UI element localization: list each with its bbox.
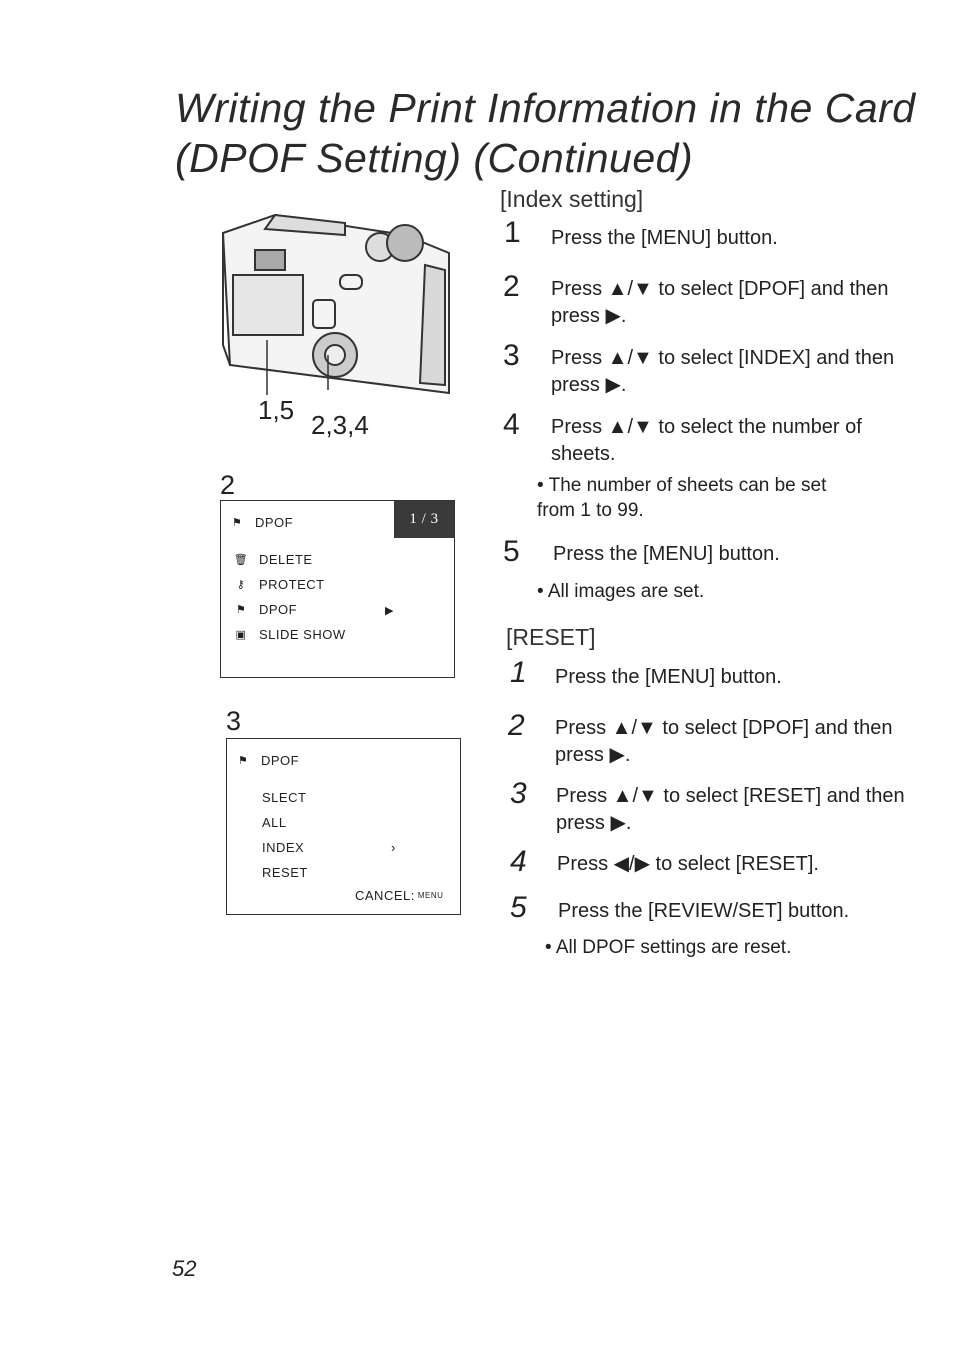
reset-step-text: Press ▲/▼ to select [DPOF] and then pres… <box>555 717 893 766</box>
index-step-text: Press the [MENU] button. <box>553 543 780 565</box>
page-number: 52 <box>172 1256 197 1281</box>
page-title-line2: (DPOF Setting) (Continued) <box>175 135 694 181</box>
reset-note: • All DPOF settings are reset. <box>545 937 792 958</box>
menu-item-protect: PROTECT <box>259 577 325 592</box>
menu-item-slide-show: SLIDE SHOW <box>259 627 346 642</box>
dpof-item-slect: SLECT <box>262 790 307 805</box>
page-badge: 1 / 3 <box>394 501 454 538</box>
slideshow-icon: ▣ <box>235 629 247 641</box>
index-step-text: Press ▲/▼ to select [DPOF] and then pres… <box>551 278 889 327</box>
index-setting-heading: [Index setting] <box>500 186 644 212</box>
lcd-screen-dpof: ⚑ DPOF SLECT ALL INDEX › RESET CANCEL: M… <box>226 738 461 915</box>
reset-heading: [RESET] <box>506 624 596 650</box>
callout-buttons-2-3-4: 2,3,4 <box>311 410 369 440</box>
dpof-icon: ⚑ <box>231 517 243 529</box>
dpof-item-index: INDEX <box>262 840 305 855</box>
screen3-header: DPOF <box>261 753 300 768</box>
reset-step-number: 4 <box>510 845 527 878</box>
index-note: • All images are set. <box>537 581 705 602</box>
cancel-label: CANCEL: <box>355 888 415 903</box>
menu-tag: MENU <box>417 891 444 900</box>
index-step-text: Press ▲/▼ to select [INDEX] and then pre… <box>551 347 895 396</box>
index-note: • The number of sheets can be set from 1… <box>537 475 827 521</box>
lcd-screen-menu: ⚑ DPOF 1 / 3 🗑 DELETE ⚷ PROTECT ⚑ DPOF ▶… <box>220 500 455 678</box>
dpof-item-reset: RESET <box>262 865 308 880</box>
reset-step-text: Press the [REVIEW/SET] button. <box>558 900 850 922</box>
trash-icon: 🗑 <box>233 554 249 566</box>
index-step-number: 1 <box>504 216 521 249</box>
reset-step-text: Press ◀/▶ to select [RESET]. <box>557 853 819 875</box>
index-step-number: 3 <box>503 339 520 372</box>
reset-step-number: 3 <box>510 777 527 810</box>
callout-buttons-1-5: 1,5 <box>258 395 295 425</box>
index-step-text: Press the [MENU] button. <box>551 227 778 249</box>
menu-item-dpof: DPOF <box>259 602 298 617</box>
reset-step-number: 1 <box>510 656 527 689</box>
arrow-right-icon: › <box>391 840 396 855</box>
reset-step-number: 2 <box>508 709 525 742</box>
reset-step-text: Press ▲/▼ to select [RESET] and then pre… <box>556 785 905 834</box>
screen2-step-number: 2 <box>220 470 236 500</box>
index-step-number: 5 <box>503 535 520 568</box>
arrow-right-icon: ▶ <box>385 605 394 617</box>
index-step-number: 4 <box>503 408 520 441</box>
index-step-number: 2 <box>503 270 520 303</box>
index-step-text: Press ▲/▼ to select the number of sheets… <box>551 416 862 465</box>
page-title-line1: Writing the Print Information in the Car… <box>175 85 916 131</box>
reset-step-number: 5 <box>510 891 527 924</box>
dpof-item-all: ALL <box>262 815 287 830</box>
screen3-step-number: 3 <box>226 706 242 736</box>
camera-illustration <box>221 213 450 395</box>
dpof-icon: ⚑ <box>237 755 249 767</box>
menu-item-delete: DELETE <box>259 552 313 567</box>
key-icon: ⚷ <box>236 579 246 591</box>
screen2-header: DPOF <box>255 515 294 530</box>
reset-step-text: Press the [MENU] button. <box>555 666 782 688</box>
dpof-icon: ⚑ <box>235 604 247 616</box>
